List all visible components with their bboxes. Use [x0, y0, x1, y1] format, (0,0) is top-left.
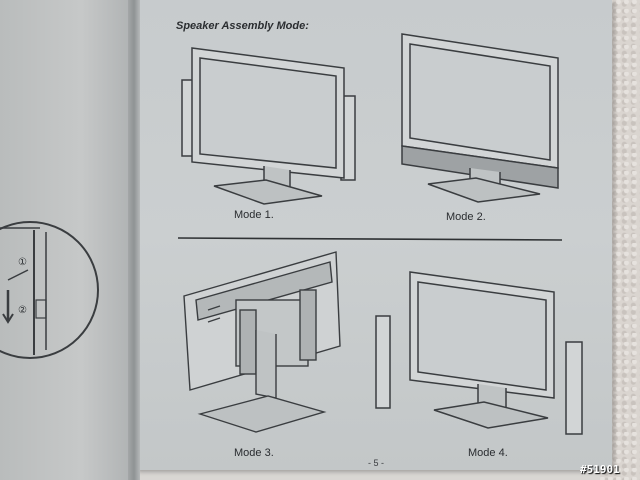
step-one-mark: ① — [18, 257, 27, 268]
mode-2-caption: Mode 2. — [446, 211, 486, 223]
mode-3-caption: Mode 3. — [234, 447, 274, 459]
section-heading: Speaker Assembly Mode: — [176, 20, 309, 32]
mode-4-illustration — [375, 271, 583, 435]
magnifier-detail — [0, 221, 99, 359]
section-divider — [177, 237, 563, 241]
book-spine — [128, 0, 140, 480]
mode-2-illustration — [401, 33, 559, 203]
mode-4-caption: Mode 4. — [468, 447, 508, 459]
step-two-mark: ② — [18, 305, 27, 316]
mode-1-caption: Mode 1. — [234, 209, 274, 221]
left-page — [0, 0, 136, 480]
mode-1-illustration — [181, 47, 356, 205]
watermark: #51901 — [580, 463, 620, 476]
mode-3-illustration — [183, 251, 341, 433]
page-number: - 5 - — [368, 458, 385, 468]
